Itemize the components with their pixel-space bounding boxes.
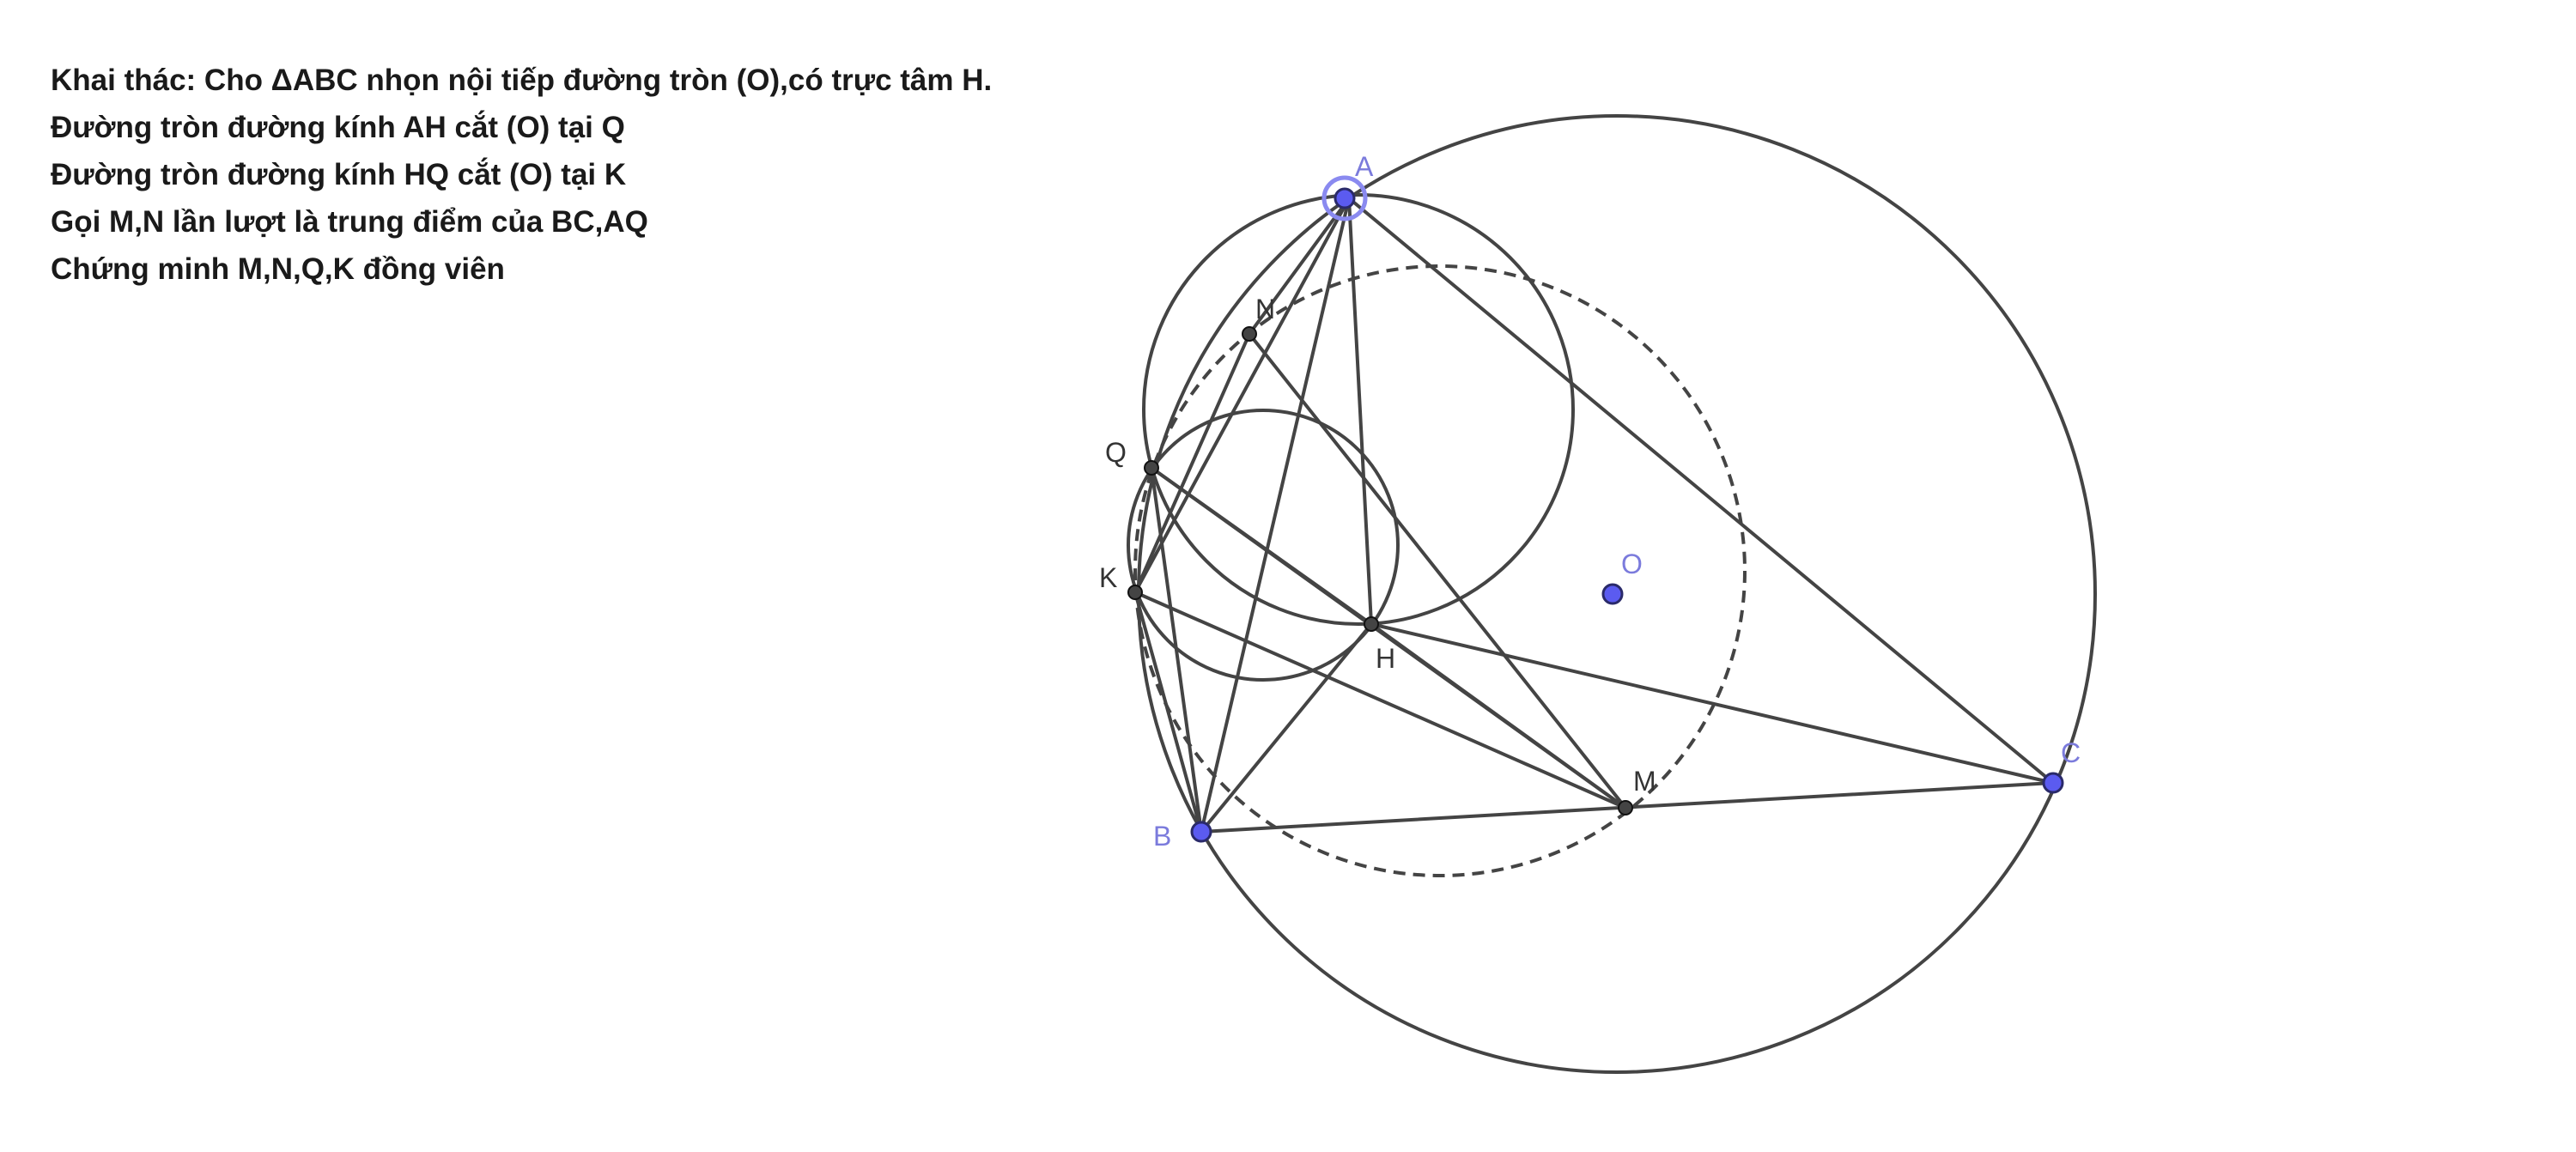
point-K-label: K xyxy=(1099,562,1117,593)
point-O-marker[interactable] xyxy=(1601,583,1624,605)
point-B-marker[interactable] xyxy=(1190,821,1212,843)
point-A-marker[interactable] xyxy=(1334,187,1356,209)
point-H[interactable]: H xyxy=(1364,616,1395,674)
problem-line: Chứng minh M,N,Q,K đồng viên xyxy=(51,252,505,286)
point-B[interactable]: B xyxy=(1153,821,1212,852)
point-C-marker[interactable] xyxy=(2042,772,2064,794)
problem-statement: Khai thác: Cho ΔABC nhọn nội tiếp đường … xyxy=(51,57,992,293)
segment-AN[interactable] xyxy=(1248,197,1351,336)
problem-line: Gọi M,N lần lượt là trung điểm của BC,AQ xyxy=(51,205,648,239)
point-N[interactable]: N xyxy=(1242,294,1275,342)
point-M[interactable]: M xyxy=(1618,766,1656,815)
circle-AH-diameter[interactable] xyxy=(1142,193,1575,626)
segment-BH[interactable] xyxy=(1200,622,1373,834)
point-O-label: O xyxy=(1621,549,1643,579)
point-M-marker[interactable] xyxy=(1618,800,1633,815)
segment-AC[interactable] xyxy=(1347,197,2055,785)
circle-MNQK[interactable] xyxy=(1133,264,1747,877)
point-H-marker[interactable] xyxy=(1364,616,1379,632)
point-B-label: B xyxy=(1153,821,1171,852)
problem-line: Đường tròn đường kính AH cắt (O) tại Q xyxy=(51,111,625,144)
point-Q-label: Q xyxy=(1105,437,1127,468)
segment-AK[interactable] xyxy=(1133,197,1351,594)
circle-HQ-diameter[interactable] xyxy=(1127,409,1400,682)
point-Q[interactable]: Q xyxy=(1105,437,1159,476)
segments xyxy=(1133,197,2055,834)
segment-AH[interactable] xyxy=(1347,197,1373,626)
point-C-label: C xyxy=(2061,737,2081,768)
point-K[interactable]: K xyxy=(1099,562,1143,600)
point-H-label: H xyxy=(1376,643,1395,674)
segment-BK[interactable] xyxy=(1133,591,1203,834)
point-A-label: A xyxy=(1355,151,1374,182)
segment-CH[interactable] xyxy=(1370,622,2055,785)
point-K-marker[interactable] xyxy=(1127,585,1143,600)
point-N-marker[interactable] xyxy=(1242,326,1257,342)
problem-line: Đường tròn đường kính HQ cắt (O) tại K xyxy=(51,158,627,191)
segment-NM[interactable] xyxy=(1248,332,1627,809)
point-Q-marker[interactable] xyxy=(1144,460,1159,476)
point-M-label: M xyxy=(1633,766,1656,797)
point-C[interactable]: C xyxy=(2042,737,2081,794)
segment-KM[interactable] xyxy=(1133,591,1627,809)
segment-BQ[interactable] xyxy=(1150,466,1203,834)
segment-NK[interactable] xyxy=(1133,332,1251,594)
point-O[interactable]: O xyxy=(1601,549,1643,605)
segment-HM[interactable] xyxy=(1370,622,1627,809)
problem-line: Khai thác: Cho ΔABC nhọn nội tiếp đường … xyxy=(51,64,993,97)
point-N-label: N xyxy=(1255,294,1275,324)
point-A-selection-ring xyxy=(1321,175,1368,221)
point-A[interactable]: A xyxy=(1321,151,1374,221)
segment-AB[interactable] xyxy=(1200,197,1351,834)
